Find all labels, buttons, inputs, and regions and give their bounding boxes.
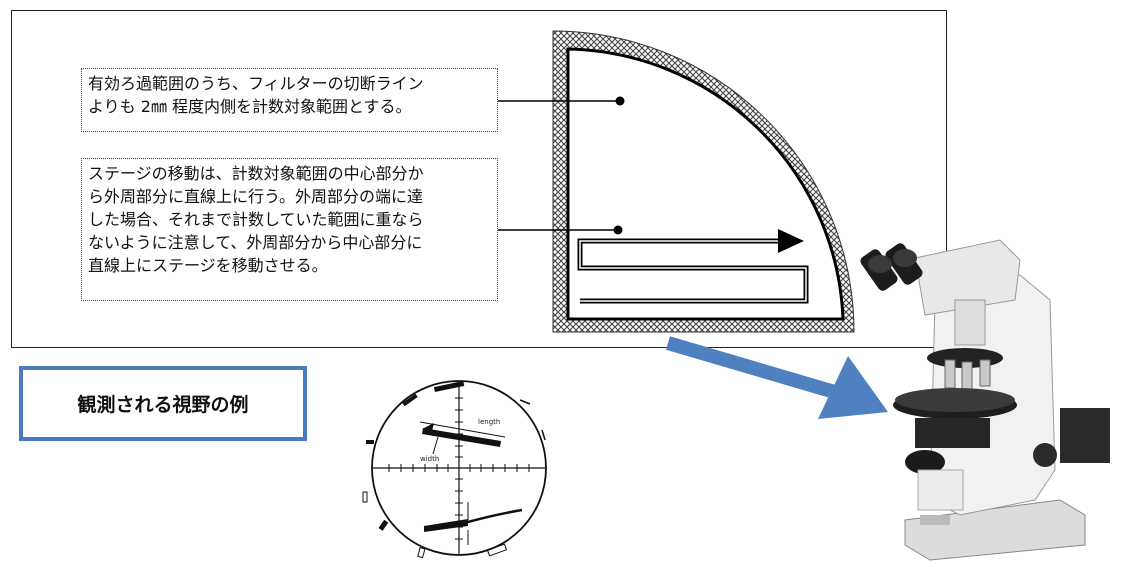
stage-path-inner xyxy=(579,240,807,302)
filter-range-note: 有効ろ過範囲のうち、フィルターの切断ライン よりも 2㎜ 程度内側を計数対象範囲… xyxy=(81,68,498,132)
leader-dot-2 xyxy=(613,225,623,235)
reticle-length-label: length xyxy=(478,418,500,426)
arrow-head xyxy=(778,229,804,253)
stage-movement-note: ステージの移動は、計数対象範囲の中心部分か ら外周部分に直線上に行う。外周部分の… xyxy=(81,158,498,301)
counting-area xyxy=(566,47,845,321)
observed-field-example-label: 観測される視野の例 xyxy=(19,366,307,441)
pointer-arrow-shaft xyxy=(666,336,857,405)
reticle-width-label: width xyxy=(420,455,439,463)
microscope-image xyxy=(860,239,1110,561)
leader-dot-1 xyxy=(615,96,625,106)
reticle-view xyxy=(362,380,547,559)
pointer-arrow-head xyxy=(818,356,888,419)
